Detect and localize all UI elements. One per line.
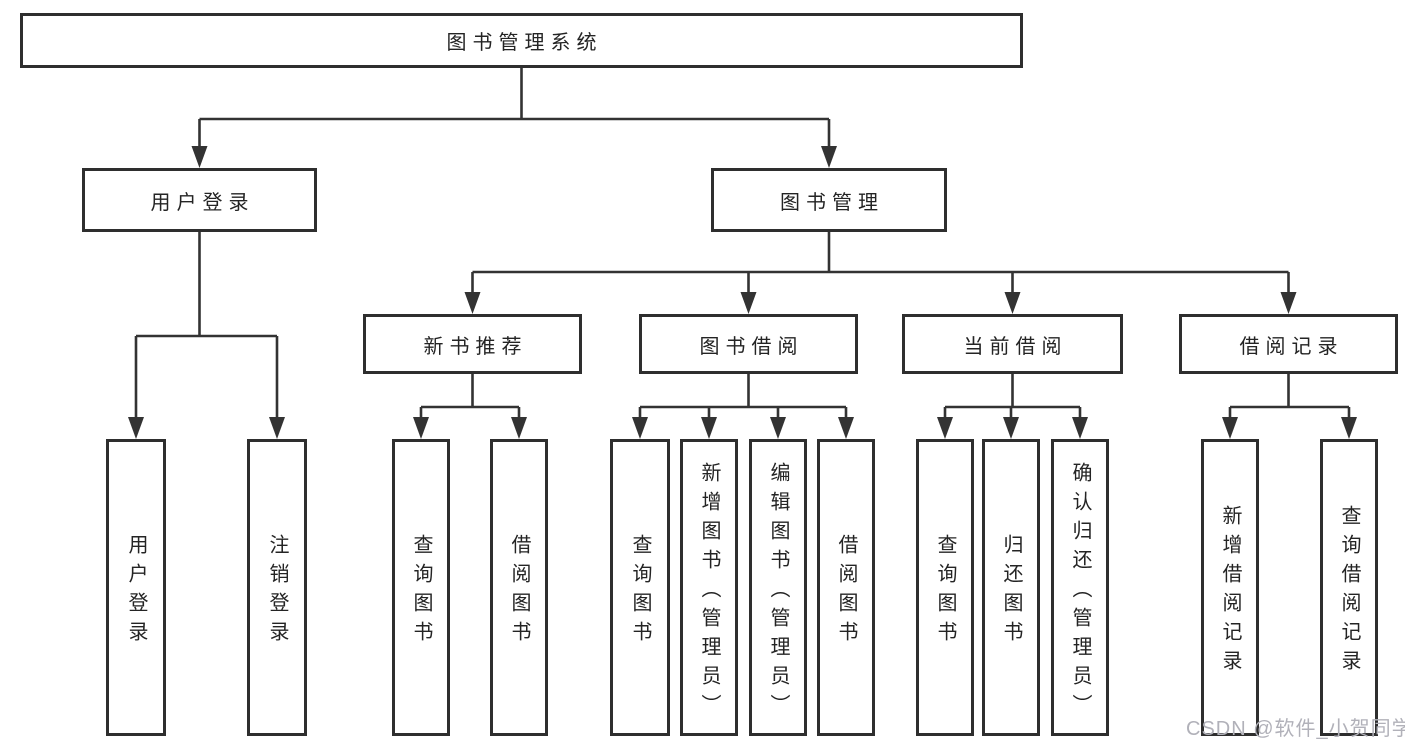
connector-root-to-level2 (198, 68, 831, 148)
leaf-current-query-books: 查询图书 (916, 439, 974, 736)
node-book-management: 图书管理 (711, 168, 947, 232)
node-book-borrow: 图书借阅 (639, 314, 858, 374)
connector-bookmgmt-to-level3 (471, 232, 1290, 294)
leaf-newrec-borrow-books: 借阅图书 (490, 439, 548, 736)
arrowheads (128, 146, 1357, 439)
node-new-book-recommend: 新书推荐 (363, 314, 582, 374)
leaf-borrow-borrow-books: 借阅图书 (817, 439, 875, 736)
watermark: CSDN @软件_小贺同学 (1186, 718, 1405, 740)
connector-userlogin-to-leaves (134, 232, 279, 419)
node-current-borrow: 当前借阅 (902, 314, 1123, 374)
leaf-current-confirm-return-admin: 确认归还（管理员） (1051, 439, 1109, 736)
leaf-borrow-edit-books-admin: 编辑图书（管理员） (749, 439, 807, 736)
leaf-user-login: 用户登录 (106, 439, 166, 736)
connector-records-to-leaves (1228, 374, 1351, 419)
leaf-logout: 注销登录 (247, 439, 307, 736)
leaf-records-add-record: 新增借阅记录 (1201, 439, 1259, 736)
connector-borrow-to-leaves (638, 374, 848, 419)
leaf-records-query-record: 查询借阅记录 (1320, 439, 1378, 736)
leaf-newrec-query-books: 查询图书 (392, 439, 450, 736)
connector-current-to-leaves (943, 374, 1082, 419)
node-user-login: 用户登录 (82, 168, 317, 232)
leaf-borrow-add-books-admin: 新增图书（管理员） (680, 439, 738, 736)
node-borrow-records: 借阅记录 (1179, 314, 1398, 374)
leaf-current-return-books: 归还图书 (982, 439, 1040, 736)
connector-newrec-to-leaves (419, 374, 521, 419)
node-library-management-system: 图书管理系统 (20, 13, 1023, 68)
leaf-borrow-query-books: 查询图书 (610, 439, 670, 736)
